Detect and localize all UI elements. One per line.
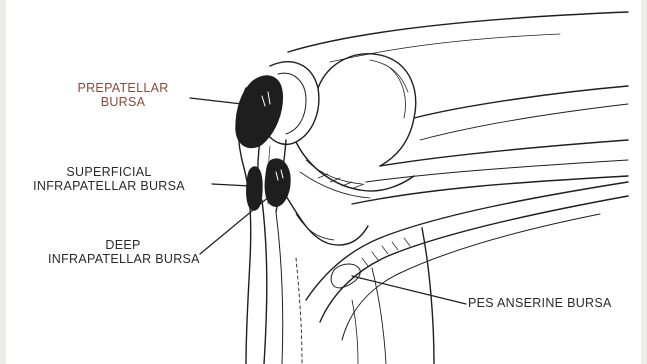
pes-anserine-leader-line bbox=[352, 276, 466, 304]
tibia-front-line-2 bbox=[276, 212, 283, 364]
condyle-shading bbox=[390, 68, 405, 118]
deep-leader-line bbox=[200, 196, 270, 254]
prepatellar-label-line1: PREPATELLAR bbox=[58, 81, 188, 95]
deep-infrapatellar-bursa bbox=[265, 159, 290, 206]
tibia-front-line bbox=[262, 200, 267, 364]
thigh-outline bbox=[288, 12, 628, 52]
superficial-infrapatellar-bursa-label: SUPERFICIAL INFRAPATELLAR BURSA bbox=[2, 165, 216, 193]
pes-anserine-tendon-3 bbox=[342, 214, 600, 340]
calf-line-2 bbox=[352, 300, 358, 364]
prepatellar-leader-line bbox=[190, 98, 242, 104]
tibia-shaft-line bbox=[296, 258, 302, 364]
prepatellar-label-line2: BURSA bbox=[58, 95, 188, 109]
superficial-label-line1: SUPERFICIAL bbox=[2, 165, 216, 179]
superficial-leader-line bbox=[212, 184, 250, 186]
meniscus-shading-2 bbox=[300, 172, 370, 198]
pes-anserine-bursa-label: PES ANSERINE BURSA bbox=[468, 296, 612, 310]
superficial-label-line2: INFRAPATELLAR BURSA bbox=[2, 179, 216, 193]
hamstring-tendon-3 bbox=[352, 176, 628, 204]
deep-label-line2: INFRAPATELLAR BURSA bbox=[48, 252, 198, 266]
femur-back-line bbox=[414, 86, 628, 118]
deep-label-line1: DEEP bbox=[48, 238, 198, 252]
femoral-condyle-outline bbox=[318, 54, 416, 166]
superficial-infrapatellar-bursa bbox=[247, 167, 262, 210]
prepatellar-bursa bbox=[236, 76, 282, 147]
thigh-shading bbox=[330, 34, 560, 62]
prepatellar-bursa-label: PREPATELLAR BURSA bbox=[58, 81, 188, 109]
deep-infrapatellar-bursa-label: DEEP INFRAPATELLAR BURSA bbox=[48, 238, 198, 266]
